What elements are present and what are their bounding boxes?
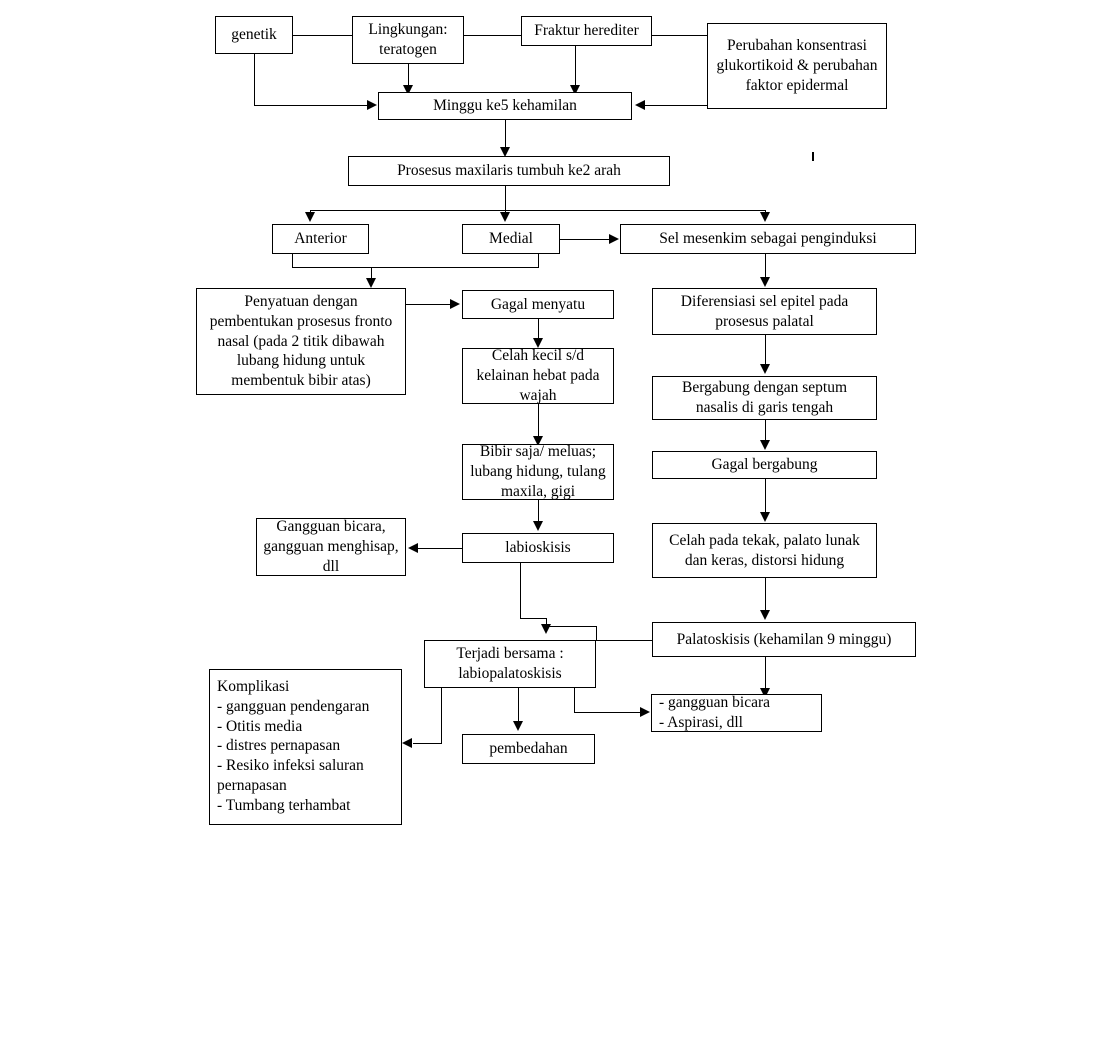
- link-terjadibersama-to-komplikasi: [413, 743, 442, 744]
- node-anterior[interactable]: Anterior: [272, 224, 369, 254]
- node-sel-mesenkim[interactable]: Sel mesenkim sebagai penginduksi: [620, 224, 916, 254]
- link-terjadibersama-to-aspirasi: [574, 712, 641, 713]
- arrowhead-bus-selmesenkim: [760, 212, 770, 222]
- node-pembedahan[interactable]: pembedahan: [462, 734, 595, 764]
- arrowhead-gagalbergabung-celahtekak: [760, 512, 770, 522]
- node-penyatuan-prosesus-fronto-nasal[interactable]: Penyatuan dengan pembentukan prosesus fr…: [196, 288, 406, 395]
- arrowhead-labioskisis-gangguanbicara: [408, 543, 418, 553]
- bus-prosesus-split: [310, 210, 765, 211]
- node-minggu-ke5-kehamilan[interactable]: Minggu ke5 kehamilan: [378, 92, 632, 120]
- arrowhead-genetik-minggu5: [367, 100, 377, 110]
- arrowhead-selmesenkim-diferensiasi: [760, 277, 770, 287]
- node-bergabung-septum-nasalis[interactable]: Bergabung dengan septum nasalis di garis…: [652, 376, 877, 420]
- link-genetik-down: [254, 54, 255, 106]
- link-bibirsaja-down: [538, 500, 539, 523]
- arrowhead-bus-anterior: [305, 212, 315, 222]
- bus-anterior-medial-merge: [292, 267, 539, 268]
- link-bus-terjadibersama: [546, 618, 547, 627]
- bus-labioskisis-terjadibersama: [520, 618, 546, 619]
- arrowhead-diferensiasi-bergabung: [760, 364, 770, 374]
- node-medial[interactable]: Medial: [462, 224, 560, 254]
- link-terjadibersama-right-down: [574, 688, 575, 713]
- link-minggu5-down: [505, 120, 506, 148]
- link-gagalbergabung-down: [765, 479, 766, 514]
- link-palatoskisis-down: [765, 657, 766, 690]
- node-fraktur-herediter[interactable]: Fraktur herediter: [521, 16, 652, 46]
- link-medial-down: [538, 254, 539, 268]
- link-prosesus-down: [505, 186, 506, 211]
- node-celah-kecil[interactable]: Celah kecil s/d kelainan hebat pada waja…: [462, 347, 614, 404]
- arrowhead-penyatuan-gagalmenyatu: [450, 299, 460, 309]
- arrowhead-fraktur-minggu5: [570, 85, 580, 95]
- node-komplikasi[interactable]: Komplikasi - gangguan pendengaran - Otit…: [209, 669, 402, 825]
- link-genetik-to-minggu5: [254, 105, 368, 106]
- arrowhead-merge-penyatuan: [366, 278, 376, 288]
- node-diferensiasi-sel-epitel[interactable]: Diferensiasi sel epitel pada prosesus pa…: [652, 288, 877, 335]
- link-gagalmenyatu-down: [538, 319, 539, 340]
- arrowhead-terjadibersama-aspirasi: [640, 707, 650, 717]
- link-terjadibersama-pembedahan: [518, 688, 519, 722]
- link-palatoskisis-up: [596, 626, 597, 641]
- arrowhead-perubahan-minggu5: [635, 100, 645, 110]
- link-labioskisis-gangguanbicara: [418, 548, 462, 549]
- arrowhead-medial-selmesenkim: [609, 234, 619, 244]
- link-lingkungan-fraktur: [464, 35, 521, 36]
- link-terjadibersama-left-down: [441, 688, 442, 744]
- node-palatoskisis[interactable]: Palatoskisis (kehamilan 9 minggu): [652, 622, 916, 657]
- link-palatoskisis-left: [596, 640, 653, 641]
- arrowhead-bergabung-gagalbergabung: [760, 440, 770, 450]
- link-perubahan-to-minggu5: [645, 105, 707, 106]
- link-bergabung-down: [765, 420, 766, 442]
- node-lingkungan-teratogen[interactable]: Lingkungan: teratogen: [352, 16, 464, 64]
- link-labioskisis-down: [520, 563, 521, 619]
- link-anterior-down: [292, 254, 293, 268]
- arrowhead-minggu5-prosesus: [500, 147, 510, 157]
- link-fraktur-down: [575, 46, 576, 86]
- arrowhead-terjadibersama-pembedahan: [513, 721, 523, 731]
- arrowhead-gagalmenyatu-celahkecil: [533, 338, 543, 348]
- arrowhead-bus-medial: [500, 212, 510, 222]
- arrowhead-labioskisis-terjadibersama: [541, 624, 551, 634]
- node-celah-pada-tekak[interactable]: Celah pada tekak, palato lunak dan keras…: [652, 523, 877, 578]
- node-gagal-menyatu[interactable]: Gagal menyatu: [462, 290, 614, 319]
- arrowhead-terjadibersama-komplikasi: [402, 738, 412, 748]
- node-prosesus-maxilaris[interactable]: Prosesus maxilaris tumbuh ke2 arah: [348, 156, 670, 186]
- link-celahtekak-down: [765, 578, 766, 612]
- arrowhead-palatoskisis-aspirasi: [760, 688, 770, 698]
- link-fraktur-perubahan: [652, 35, 707, 36]
- stray-mark: [812, 152, 814, 161]
- link-lingkungan-down: [408, 64, 409, 86]
- node-perubahan-konsentrasi[interactable]: Perubahan konsentrasi glukortikoid & per…: [707, 23, 887, 109]
- link-celahkecil-down: [538, 404, 539, 438]
- node-labioskisis[interactable]: labioskisis: [462, 533, 614, 563]
- link-penyatuan-gagalmenyatu: [406, 304, 451, 305]
- node-gagal-bergabung[interactable]: Gagal bergabung: [652, 451, 877, 479]
- node-terjadi-bersama-labiopalatoskisis[interactable]: Terjadi bersama : labiopalatoskisis: [424, 640, 596, 688]
- link-palatoskisis-to-terjadibersama: [546, 626, 597, 627]
- arrowhead-lingkungan-minggu5: [403, 85, 413, 95]
- link-medial-selmesenkim: [560, 239, 610, 240]
- node-genetik[interactable]: genetik: [215, 16, 293, 54]
- arrowhead-celahtekak-palatoskisis: [760, 610, 770, 620]
- link-genetik-lingkungan: [293, 35, 352, 36]
- node-gangguan-bicara-menghisap[interactable]: Gangguan bicara, gangguan menghisap, dll: [256, 518, 406, 576]
- link-diferensiasi-down: [765, 335, 766, 367]
- node-gangguan-bicara-aspirasi[interactable]: - gangguan bicara - Aspirasi, dll: [651, 694, 822, 732]
- node-bibir-saja-meluas[interactable]: Bibir saja/ meluas; lubang hidung, tulan…: [462, 443, 614, 500]
- arrowhead-celahkecil-bibirsaja: [533, 436, 543, 446]
- link-selmesenkim-down: [765, 254, 766, 279]
- link-merge-to-penyatuan: [371, 267, 372, 280]
- arrowhead-bibirsaja-labioskisis: [533, 521, 543, 531]
